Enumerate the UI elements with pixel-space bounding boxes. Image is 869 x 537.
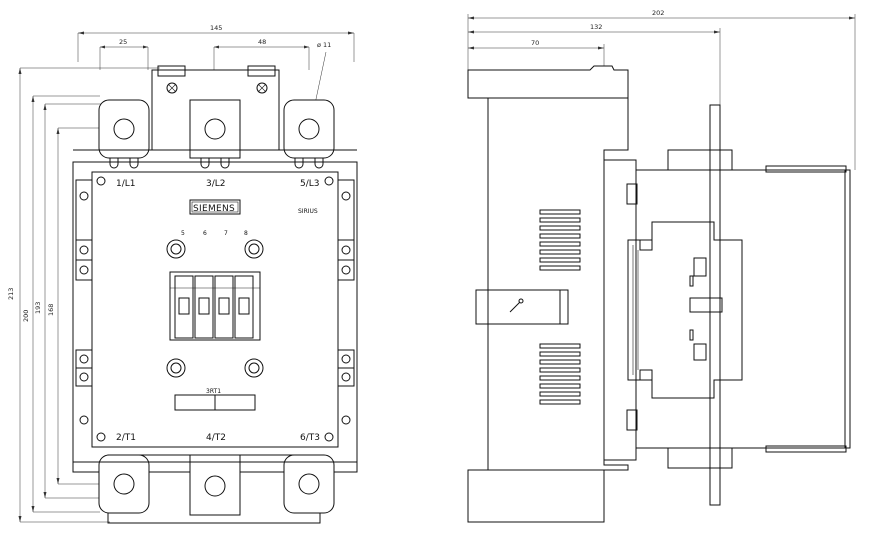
carrier-frame: [603, 159, 637, 461]
side-base: [467, 469, 605, 523]
dim-side-overall: 202: [652, 9, 664, 17]
terminal-label-6: 6/T3: [300, 433, 320, 443]
front-view: 145 25 48 ø 11 213: [7, 24, 358, 524]
top-connection-bars: [73, 65, 357, 169]
aux-contact-6: 6: [203, 230, 207, 237]
terminal-label-2: 2/T1: [116, 433, 136, 443]
aux-contact-7: 7: [224, 230, 228, 237]
dim-v-168: 168: [47, 304, 55, 316]
mounting-rail: [709, 104, 721, 506]
terminal-label-3: 3/L2: [206, 179, 226, 189]
mechanism-block: [627, 221, 743, 399]
side-body: [487, 97, 629, 471]
side-top-cap: [467, 65, 629, 99]
terminal-label-5: 5/L3: [300, 179, 320, 189]
coil-terminals-top: [166, 239, 264, 259]
coil-terminals-bottom: [166, 358, 264, 378]
aux-contact-5: 5: [181, 230, 185, 237]
vent-slots-top: [539, 209, 581, 271]
screw-icon: [96, 176, 106, 186]
dim-pole-mid: 48: [258, 38, 266, 46]
screw-icon: [96, 432, 106, 442]
screw-icon: [324, 176, 334, 186]
front-module: [635, 169, 851, 449]
bottom-connection-bars: [73, 454, 357, 516]
brand-logo: SIEMENS: [193, 204, 235, 214]
side-block-left: [75, 179, 93, 425]
front-plate: [91, 171, 339, 448]
model-label: 3RT1: [206, 388, 221, 395]
dim-pole-left: 25: [119, 38, 127, 46]
front-left-dimensions: 213 200 193 168: [7, 67, 160, 523]
dim-side-mid: 132: [590, 23, 602, 31]
screwdriver-icon: [509, 298, 524, 313]
accessory-slot: [475, 289, 569, 325]
dim-v-200: 200: [22, 310, 30, 322]
dim-v-193: 193: [34, 302, 42, 314]
side-dimensions: 202 132 70: [467, 9, 856, 170]
auxiliary-contact-block: [169, 271, 261, 341]
dim-hole-diameter: ø 11: [317, 41, 331, 49]
dim-side-front: 70: [531, 39, 539, 47]
brand-plate: [189, 199, 241, 215]
terminal-label-1: 1/L1: [116, 179, 136, 189]
terminal-label-4: 4/T2: [206, 433, 226, 443]
front-top-dimensions: 145 25 48 ø 11: [77, 24, 355, 119]
vent-slots-bottom: [539, 343, 581, 405]
dim-v-213: 213: [7, 288, 15, 300]
screw-icon: [324, 432, 334, 442]
side-view: 202 132 70: [467, 9, 856, 523]
series-label: SIRIUS: [298, 208, 318, 215]
aux-contact-8: 8: [244, 230, 248, 237]
dim-overall-width: 145: [210, 24, 222, 32]
side-block-right: [337, 179, 355, 425]
